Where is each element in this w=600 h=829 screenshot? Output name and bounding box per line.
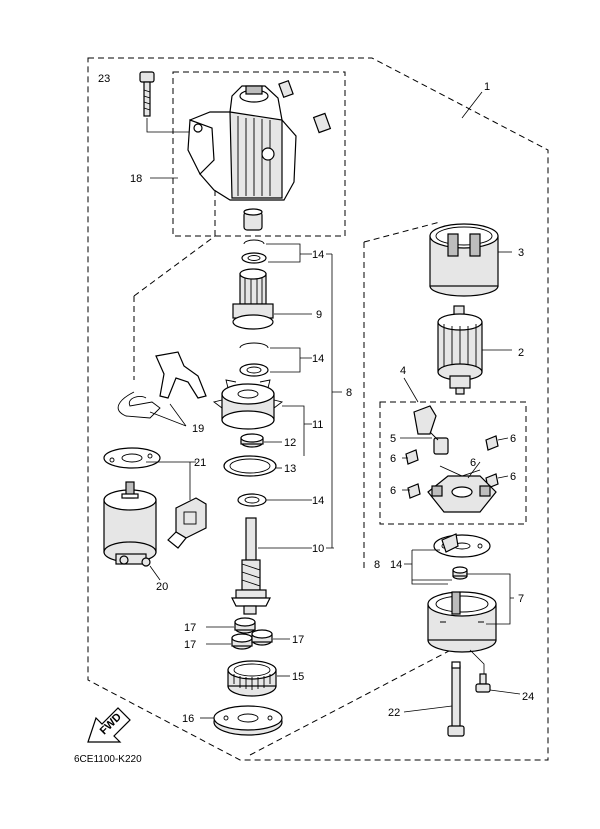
callout-22: 22: [388, 707, 400, 719]
callout-21: 21: [194, 457, 206, 469]
callout-19: 19: [192, 423, 204, 435]
callout-17-b: 17: [184, 639, 196, 651]
screw-24-lead: [489, 689, 521, 695]
callout-4: 4: [400, 365, 406, 377]
part18-group-box: [172, 71, 346, 237]
callout-7: 7: [518, 593, 524, 605]
circlip-14-top: [241, 239, 267, 264]
circlip-14-mid-lead: [270, 347, 312, 373]
fwd-arrow-icon: FWD: [87, 707, 131, 743]
callout-6-b: 6: [390, 453, 396, 465]
callout-2: 2: [518, 347, 524, 359]
yoke-3: [429, 223, 499, 297]
callout-14-c: 14: [312, 495, 324, 507]
callout-24: 24: [522, 691, 534, 703]
plate-21: [103, 447, 207, 549]
end-cover-7: [427, 591, 497, 653]
callout-6-c: 6: [510, 471, 516, 483]
callout-11: 11: [312, 419, 323, 431]
bushing: [243, 208, 263, 231]
assembly-1-lead: [461, 91, 483, 119]
brush-spring-6-b: [405, 449, 419, 465]
callout-13: 13: [284, 463, 296, 475]
clutch-11: [212, 379, 284, 430]
plate-8-14: [433, 533, 491, 580]
through-bolt-22-lead: [403, 705, 453, 713]
callout-3: 3: [518, 247, 524, 259]
callout-8-b: 8: [374, 559, 380, 571]
armature-2: [437, 305, 483, 395]
left-dashed-guide: [133, 235, 216, 297]
solenoid-20-lead: [149, 565, 161, 581]
brush-spring-6-a: [485, 435, 499, 451]
through-bolt-22: [447, 661, 465, 737]
washer-13: [223, 455, 277, 477]
brush-group-4-lead: [403, 377, 419, 403]
bottom-dashed-guide: [249, 639, 471, 756]
lever-19: [117, 351, 207, 419]
starter-housing-18: [187, 79, 332, 201]
gear-17-right: [251, 629, 273, 646]
gear-17-left: [231, 633, 253, 650]
callout-10: 10: [312, 543, 324, 555]
solenoid-20: [103, 481, 157, 567]
callout-9: 9: [316, 309, 322, 321]
callout-12: 12: [284, 437, 296, 449]
spring-6c-lead: [497, 475, 509, 479]
end-cover-7-lead: [466, 573, 514, 625]
callout-17-a: 17: [184, 622, 196, 634]
brush-5: [413, 405, 449, 455]
internal-gear-15: [227, 660, 277, 697]
callout-20: 20: [156, 581, 168, 593]
callout-14-d: 14: [390, 559, 402, 571]
brush-plate-lead: [467, 461, 481, 479]
callout-23: 23: [98, 73, 110, 85]
callout-5: 5: [390, 433, 396, 445]
callout-17-c: 17: [292, 634, 304, 646]
callout-6-e: 6: [470, 457, 476, 469]
lever-19-lead: [149, 403, 187, 427]
clutch-11-lead: [282, 405, 312, 456]
callout-16: 16: [182, 713, 194, 725]
washer-14-lower: [237, 493, 267, 507]
screw-24-guide: [469, 649, 485, 674]
callout-8: 8: [346, 387, 352, 399]
collar-12: [240, 433, 264, 448]
diagram-code: 6CE1100-K220: [74, 754, 142, 765]
callout-1: 1: [484, 81, 490, 93]
pinion-gear-9: [232, 268, 274, 330]
circlip-14-top-lead: [266, 243, 312, 263]
callout-14-a: 14: [312, 249, 324, 261]
assembly-boundary: [87, 57, 549, 761]
plate-21-lead: [146, 461, 196, 500]
callout-14-b: 14: [312, 353, 324, 365]
callout-15: 15: [292, 671, 304, 683]
brush-spring-6-d: [407, 483, 421, 499]
brush-holder-group-box: [379, 401, 527, 525]
right-stack-dashed-guide: [363, 221, 441, 243]
callout-6-d: 6: [390, 485, 396, 497]
plate-8-14-lead: [404, 549, 452, 585]
plate-16: [213, 705, 283, 736]
circlip-14-mid: [239, 342, 269, 377]
bolt-23-lead: [146, 118, 200, 133]
callout-6-a: 6: [510, 433, 516, 445]
screw-24: [475, 673, 491, 693]
bolt-23: [139, 71, 155, 117]
gear-17-top: [234, 617, 256, 634]
spring-6a-lead: [497, 437, 509, 441]
shaft-10: [231, 517, 271, 615]
brush-plate: [427, 465, 497, 513]
callout-18: 18: [130, 173, 142, 185]
bracket-8-center: [326, 253, 342, 549]
